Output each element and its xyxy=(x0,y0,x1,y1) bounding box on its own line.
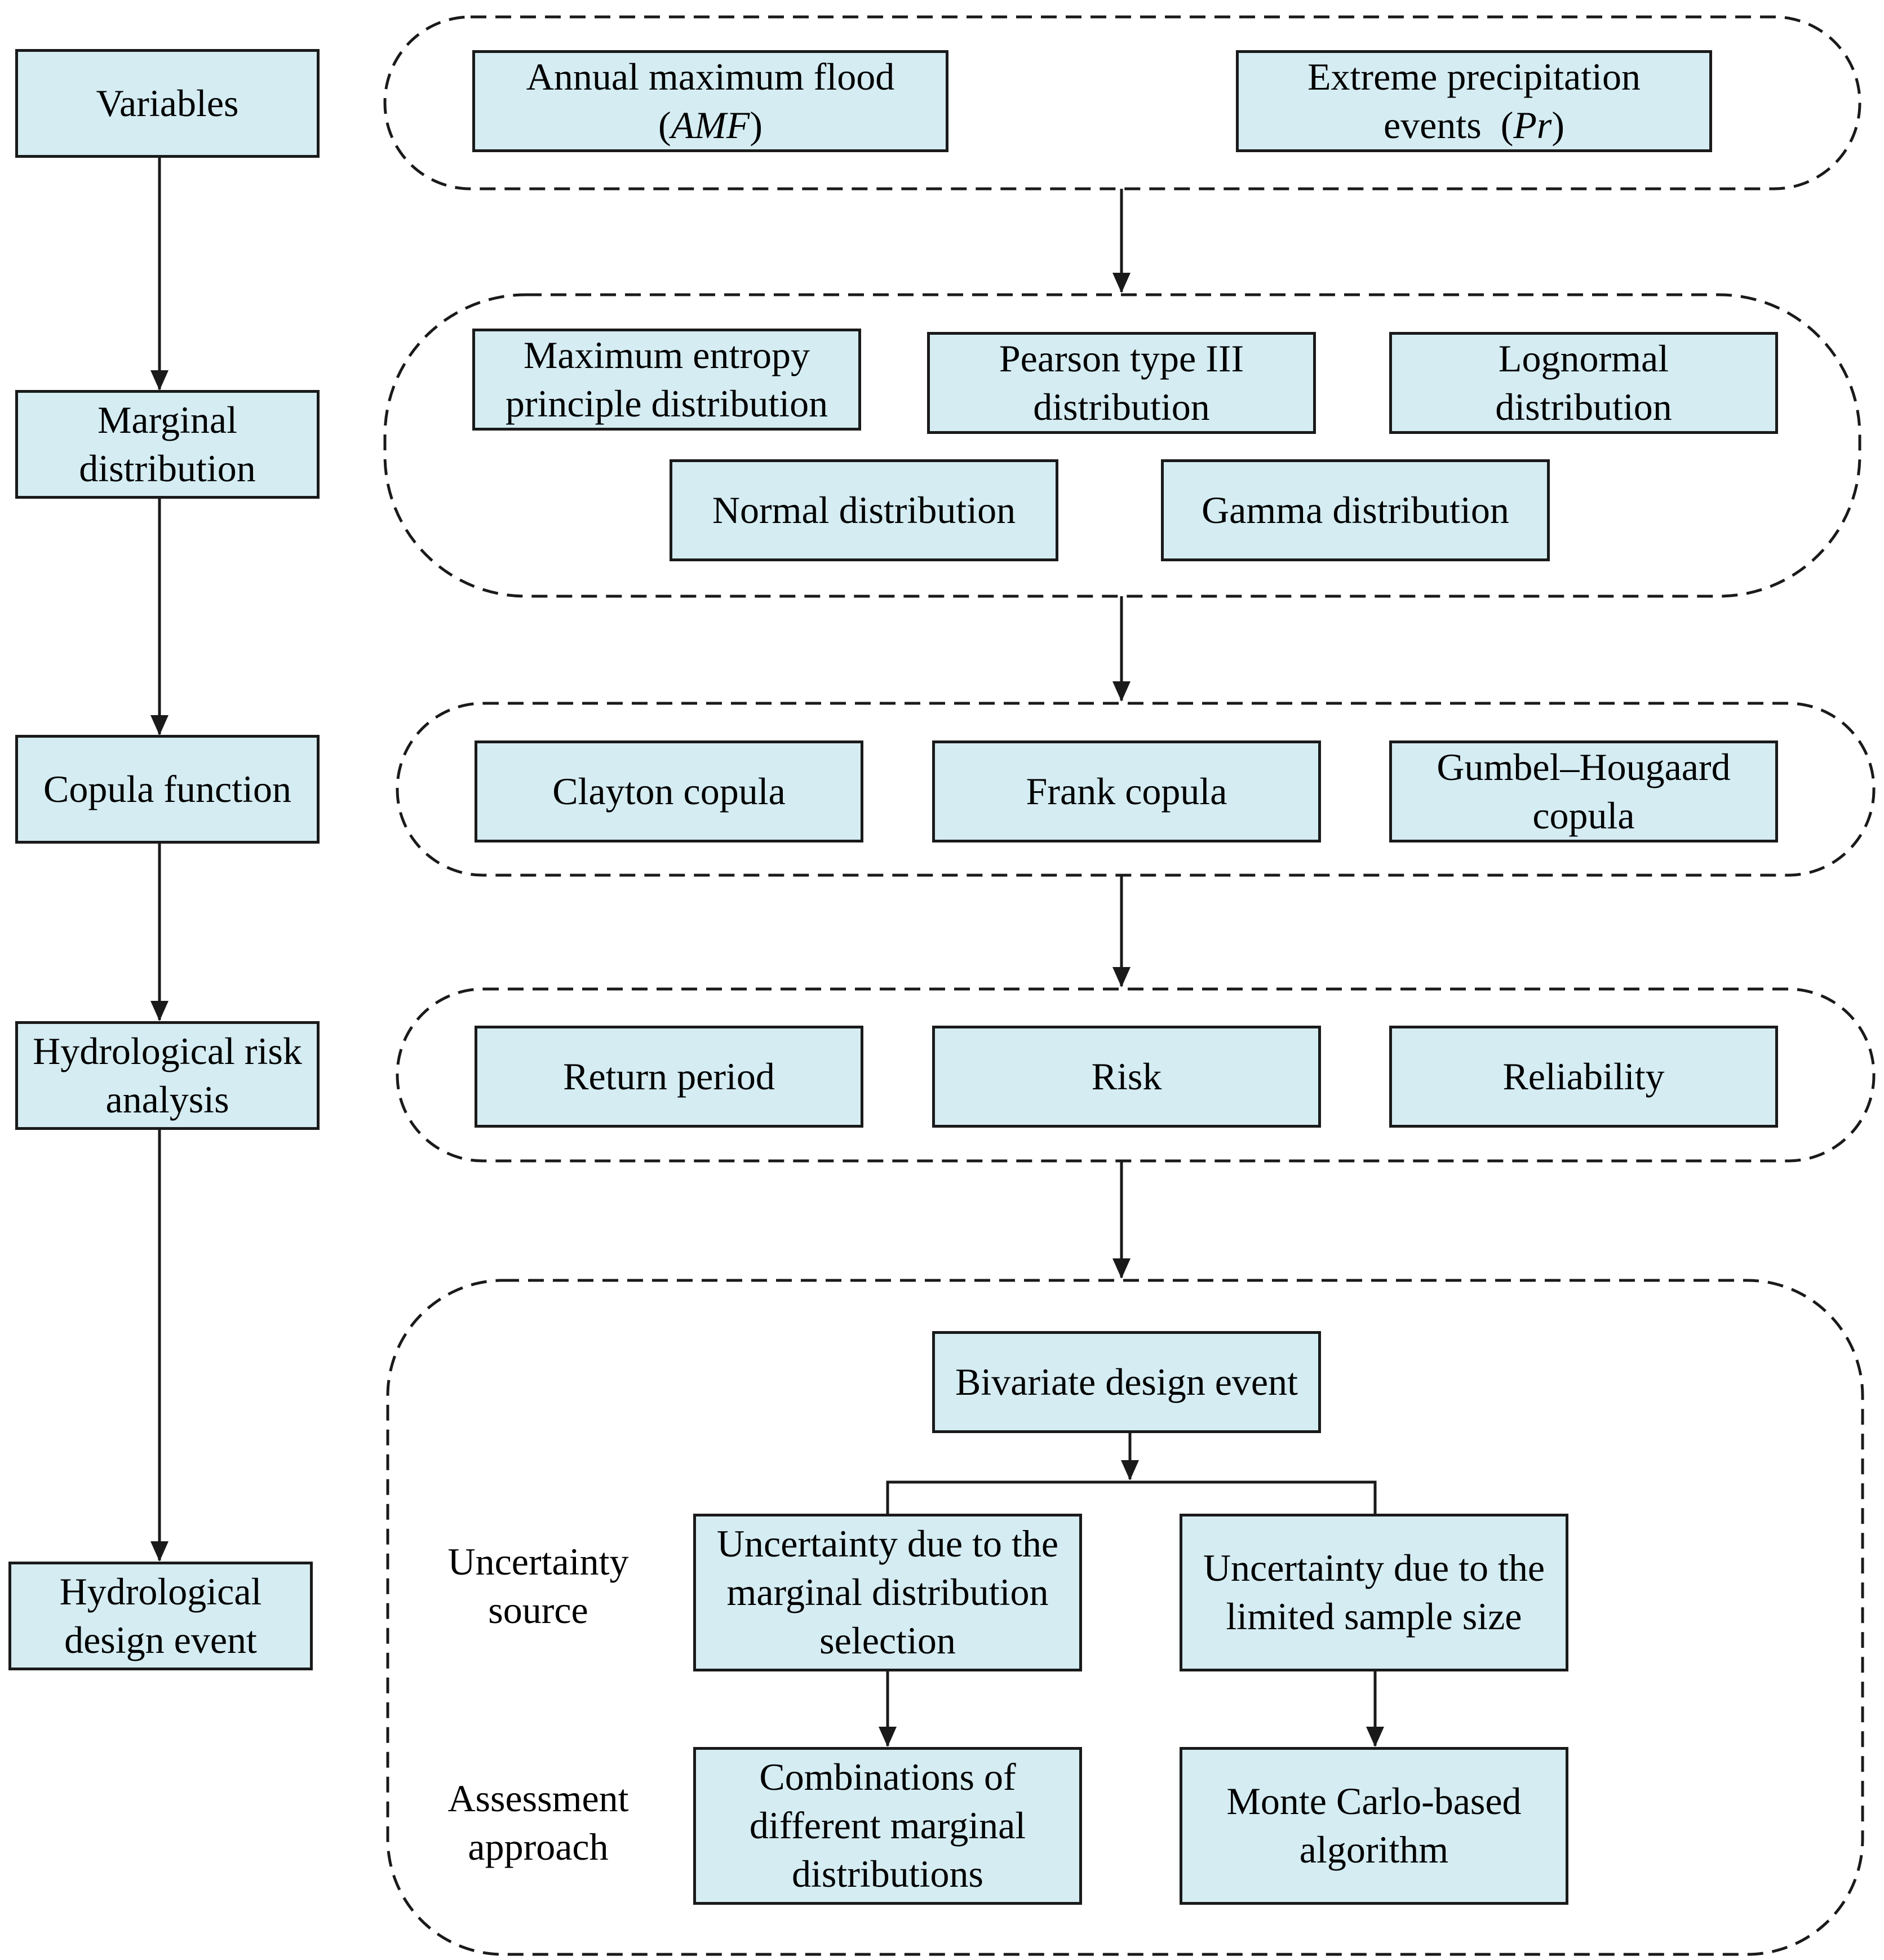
risk-reliability: Reliability xyxy=(1389,1026,1778,1128)
amf-abbr: AMF xyxy=(671,103,750,147)
variable-amf: Annual maximum flood(AMF) xyxy=(472,50,948,152)
dist-lognormal: Lognormal distribution xyxy=(1389,332,1778,434)
dist-pearson-type-iii: Pearson type III distribution xyxy=(927,332,1316,434)
stage-variables: Variables xyxy=(15,49,320,158)
copula-clayton: Clayton copula xyxy=(475,740,863,842)
stage-hydrological-design-event: Hydrological design event xyxy=(8,1562,313,1670)
copula-group xyxy=(396,702,1876,877)
copula-gumbel-hougaard: Gumbel–Hougaard copula xyxy=(1389,740,1778,842)
amf-label: Annual maximum flood xyxy=(526,55,895,98)
design-group xyxy=(386,1279,1864,1956)
marginal-group xyxy=(383,293,1861,598)
stage-hydrological-risk-analysis: Hydrological risk analysis xyxy=(15,1021,320,1130)
risk-group xyxy=(396,987,1876,1163)
dist-maximum-entropy: Maximum entropy principle distribution xyxy=(472,329,861,431)
risk-return-period: Return period xyxy=(475,1026,863,1128)
approach-monte-carlo: Monte Carlo-based algorithm xyxy=(1180,1747,1568,1905)
risk-risk: Risk xyxy=(932,1026,1321,1128)
pr-label-line1: Extreme precipitation xyxy=(1307,55,1641,98)
source-marginal-selection: Uncertainty due to the marginal distribu… xyxy=(693,1514,1082,1671)
approach-combinations: Combinations of different marginal distr… xyxy=(693,1747,1082,1905)
assessment-approach-label: Assessment approach xyxy=(447,1777,629,1868)
branch-connector xyxy=(886,1480,1377,1514)
copula-frank: Frank copula xyxy=(932,740,1321,842)
stage-copula-function: Copula function xyxy=(15,735,320,844)
dist-gamma: Gamma distribution xyxy=(1161,459,1550,561)
variables-group xyxy=(383,15,1861,190)
pr-abbr: Pr xyxy=(1513,103,1552,147)
bivariate-design-event: Bivariate design event xyxy=(932,1331,1321,1433)
pr-label-line2: events xyxy=(1383,103,1482,147)
uncertainty-source-label: Uncertainty source xyxy=(447,1540,629,1631)
dist-normal: Normal distribution xyxy=(670,459,1058,561)
stage-marginal-distribution: Marginal distribution xyxy=(15,390,320,499)
source-limited-sample: Uncertainty due to the limited sample si… xyxy=(1180,1514,1568,1671)
